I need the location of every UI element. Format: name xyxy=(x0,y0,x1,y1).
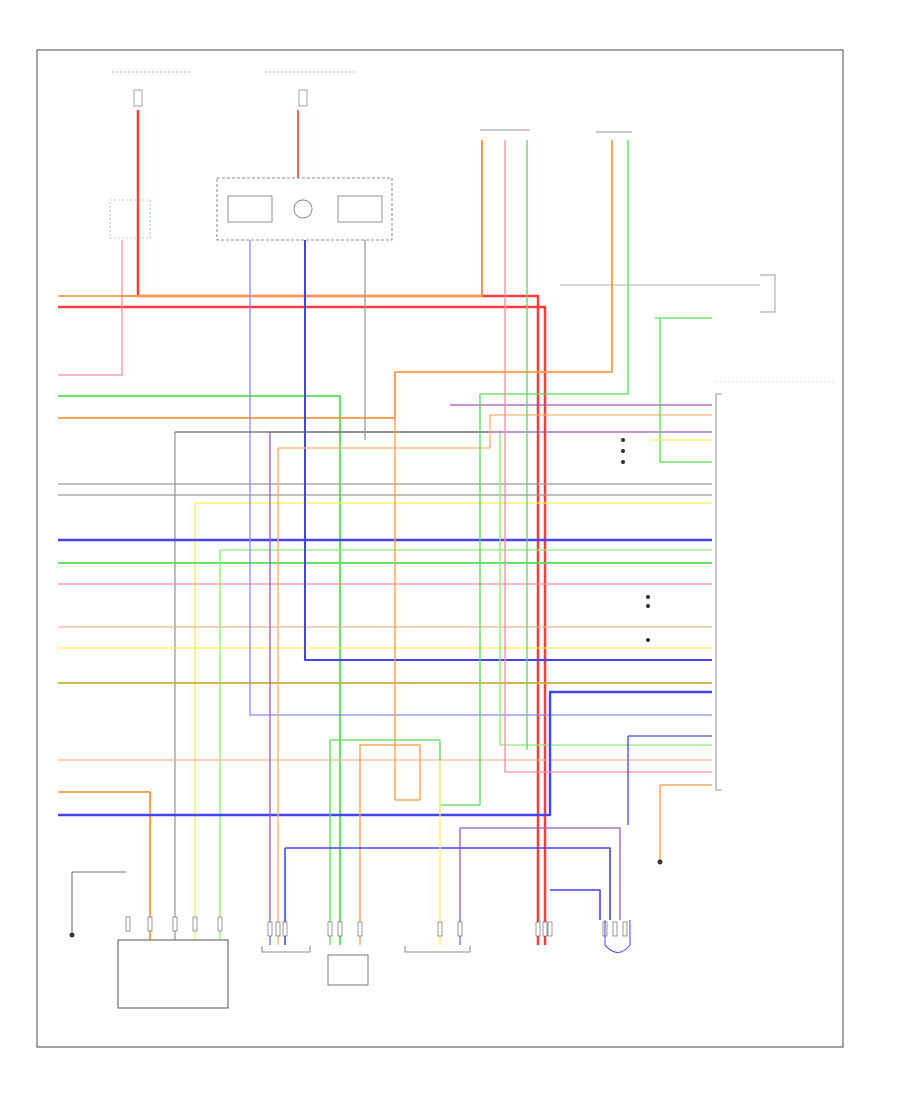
wire-purple-45 xyxy=(460,827,621,920)
connector-dot-0 xyxy=(621,438,625,442)
ground-symbol-left xyxy=(69,871,126,938)
pin-stub-2 xyxy=(192,916,198,932)
wire-purple-26 xyxy=(269,431,712,455)
wires-layer xyxy=(58,110,760,945)
connector-dot-3 xyxy=(646,595,650,599)
relay-right xyxy=(760,274,776,313)
wire-orange-6 xyxy=(58,140,613,419)
pin-stub-14 xyxy=(542,921,548,937)
pin-stub-7 xyxy=(282,921,288,937)
pin-stub-6 xyxy=(275,921,281,937)
pin-stub-3 xyxy=(217,916,223,932)
wire-light_blue-21 xyxy=(249,240,712,716)
wheel-sensor-connector xyxy=(604,920,631,953)
connector-dot-4 xyxy=(646,604,650,608)
pin-stub-17 xyxy=(612,921,618,937)
wire-pink-4 xyxy=(58,240,123,376)
pin-stub-11 xyxy=(437,921,443,937)
connector-dot-1 xyxy=(621,449,625,453)
fuse-center xyxy=(265,71,355,107)
wire-blue-47 xyxy=(285,847,611,920)
pin-stub-15 xyxy=(547,921,553,937)
wire-green-37 xyxy=(330,739,481,806)
left-junction-box xyxy=(109,199,151,239)
wire-blue-25 xyxy=(58,690,712,817)
wire-pink-39 xyxy=(504,140,712,773)
rear-sensor-box xyxy=(117,939,229,1009)
pin-stub-12 xyxy=(457,921,463,937)
pin-stub-1 xyxy=(172,916,178,932)
connector-dot-2 xyxy=(621,460,625,464)
pin-stub-8 xyxy=(327,921,333,937)
ecm-connector xyxy=(715,381,836,791)
hvac-connector xyxy=(404,946,471,953)
junction-top-right xyxy=(480,129,632,133)
gcm-module xyxy=(216,177,393,241)
connector-dots xyxy=(621,438,650,642)
pin-stub-5 xyxy=(267,921,273,937)
diagram-frame xyxy=(36,49,844,1048)
wire-green-33 xyxy=(659,318,712,463)
pin-stub-13 xyxy=(535,921,541,937)
wire-orange-24 xyxy=(58,791,151,940)
wire-orange-38 xyxy=(359,418,421,945)
pin-stub-18 xyxy=(622,921,628,937)
wire-green-5 xyxy=(58,395,341,945)
pin-stub-0 xyxy=(147,916,153,932)
connector-dot-5 xyxy=(646,638,650,642)
wire-light_green-22 xyxy=(499,430,712,746)
wire-light_orange-29 xyxy=(278,414,712,449)
pin-stub-4 xyxy=(125,916,131,932)
pin-stub-10 xyxy=(357,921,363,937)
wire-orange-3 xyxy=(58,140,483,297)
pin-stub-9 xyxy=(337,921,343,937)
wire-blue-19 xyxy=(304,240,712,661)
wire-blue-49 xyxy=(550,889,601,920)
wire-green-34 xyxy=(479,140,629,780)
steering-sensor-box xyxy=(327,954,369,986)
yaw-rate-sensor xyxy=(261,946,311,953)
ground-symbol-right xyxy=(657,859,663,865)
wire-red-1 xyxy=(58,305,547,945)
fuse-left xyxy=(112,71,190,107)
